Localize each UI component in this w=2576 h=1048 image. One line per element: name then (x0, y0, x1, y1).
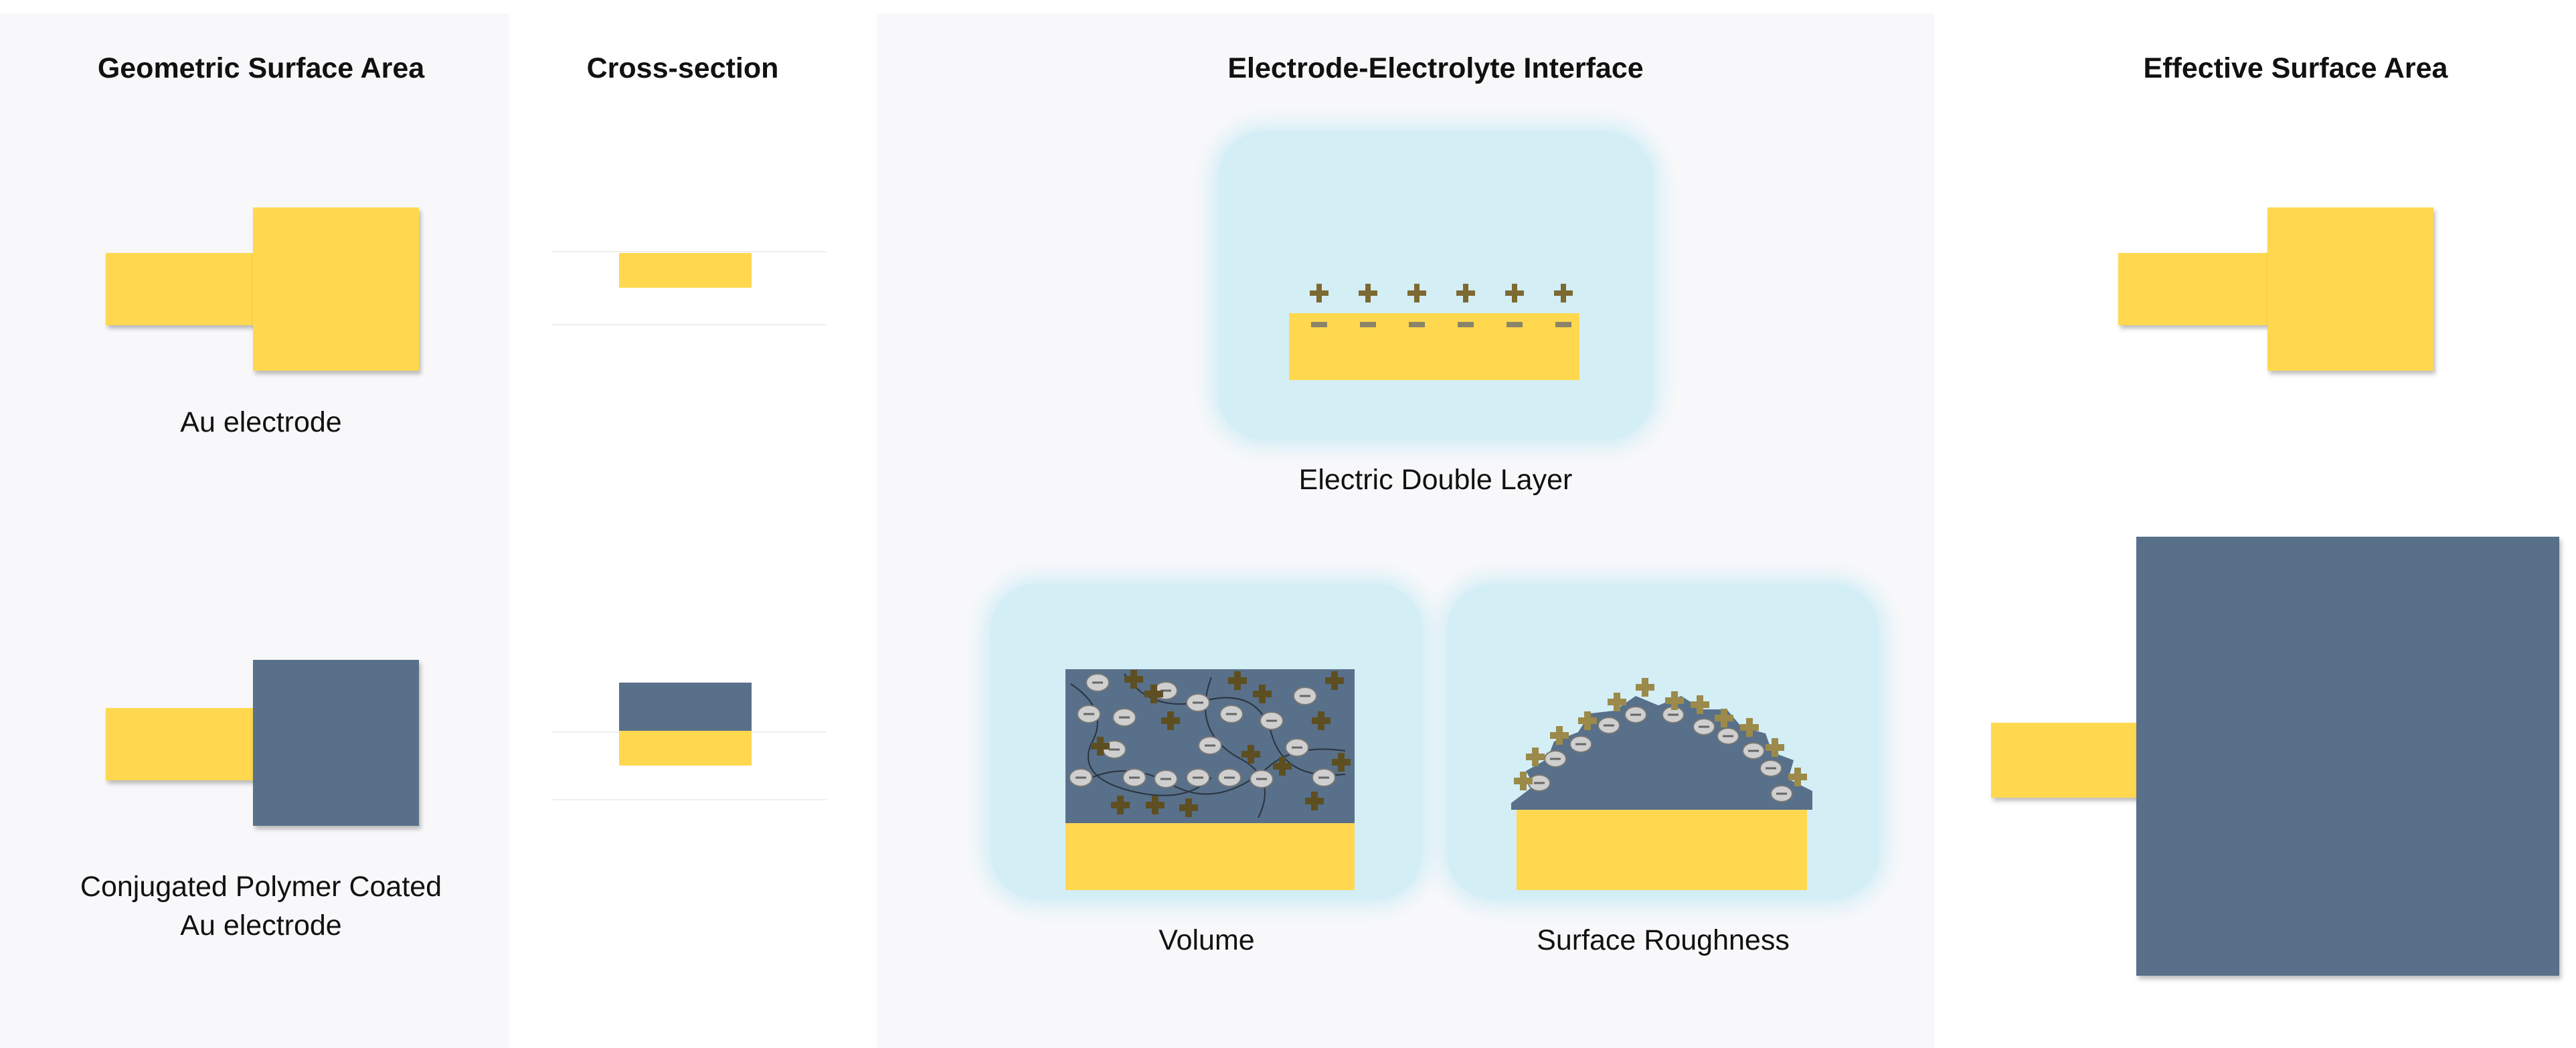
edl-negative (1360, 322, 1376, 327)
volume-cation (1253, 685, 1272, 703)
edl-negative (1555, 322, 1571, 327)
roughness-cation (1740, 718, 1759, 737)
roughness-cation (1665, 691, 1684, 710)
edl-cation (1359, 284, 1377, 302)
roughness-cation (1526, 748, 1545, 766)
au-electrode-pad (253, 207, 419, 371)
volume-cation (1332, 753, 1351, 772)
cross-top-line-bottom (552, 324, 827, 325)
edl-label: Electric Double Layer (1298, 464, 1573, 496)
roughness-cation (1636, 678, 1654, 697)
edl-surface-charges (1311, 322, 1571, 327)
effective-au-pad (2267, 207, 2433, 371)
cross-top-line (552, 251, 827, 252)
au-electrode-lead (106, 253, 260, 325)
edl-electrode (1289, 313, 1579, 380)
roughness-cation (1691, 695, 1709, 714)
roughness-anion-signs (1534, 713, 1787, 795)
volume-anion-signs (1076, 681, 1329, 780)
volume-cation (1305, 792, 1324, 810)
coated-label-line1: Conjugated Polymer Coated (80, 871, 442, 903)
au-electrode-label: Au electrode (180, 406, 342, 438)
edl-diagram (1289, 284, 1579, 380)
volume-cation (1228, 671, 1247, 690)
edl-cations (1310, 284, 1573, 302)
effective-title: Effective Surface Area (2143, 52, 2448, 84)
roughness-label: Surface Roughness (1537, 924, 1790, 956)
edl-cation (1505, 284, 1524, 302)
volume-cations (1091, 670, 1351, 817)
coated-electrode-pad (253, 660, 419, 826)
edl-cation (1407, 284, 1426, 302)
edl-cation (1310, 284, 1328, 302)
roughness-cation (1766, 738, 1784, 757)
volume-cation (1273, 757, 1292, 776)
volume-cation (1179, 798, 1198, 817)
edl-cation (1554, 284, 1573, 302)
interface-title: Electrode-Electrolyte Interface (1227, 52, 1644, 84)
edl-electrolyte (1218, 131, 1653, 440)
cross-bottom-line-bottom (552, 799, 827, 800)
roughness-cation (1514, 772, 1533, 790)
edl-negative (1311, 322, 1327, 327)
volume-cation (1111, 796, 1130, 814)
volume-cation (1124, 670, 1143, 689)
cross-section-au-coated (619, 731, 752, 766)
edl-cation (1456, 284, 1475, 302)
edl-negative (1409, 322, 1425, 327)
volume-cation (1325, 671, 1344, 690)
cross-section-polymer (619, 683, 752, 731)
roughness-cations (1514, 678, 1807, 790)
effective-coated-pad (2136, 537, 2559, 976)
edl-negative (1507, 322, 1523, 327)
volume-cation (1146, 796, 1165, 814)
roughness-cation (1608, 693, 1626, 711)
volume-electrode (1065, 823, 1355, 890)
volume-cation (1091, 737, 1110, 756)
roughness-diagram (1511, 678, 1812, 890)
volume-label: Volume (1158, 924, 1255, 956)
coated-electrode-lead (106, 708, 260, 780)
roughness-cation (1550, 726, 1569, 745)
volume-cation (1144, 685, 1163, 703)
volume-cation (1161, 711, 1180, 730)
volume-cation (1241, 745, 1260, 764)
roughness-cation (1578, 711, 1597, 730)
cross-section-title: Cross-section (586, 52, 779, 84)
volume-cation (1312, 711, 1330, 730)
roughness-cation (1715, 709, 1733, 727)
effective-au-lead (2118, 253, 2272, 325)
geometric-title: Geometric Surface Area (97, 52, 425, 84)
coated-label-line2: Au electrode (180, 909, 342, 942)
roughness-cation (1788, 768, 1807, 786)
volume-diagram (1065, 669, 1355, 890)
geometric-panel (0, 13, 509, 1048)
effective-coated-lead (1991, 723, 2140, 798)
cross-section-au (619, 253, 752, 288)
edl-negative (1458, 322, 1474, 327)
roughness-electrode (1517, 810, 1807, 890)
